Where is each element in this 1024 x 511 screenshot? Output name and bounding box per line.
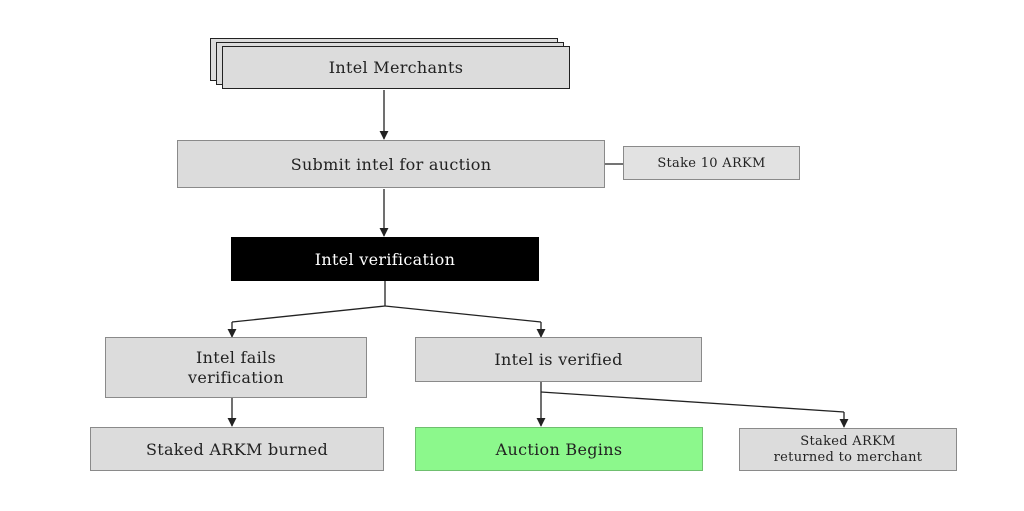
staked-returned-label-line1: Staked ARKM xyxy=(800,433,896,449)
arrow-verification-to-verified xyxy=(384,305,542,323)
intel-fails-box: Intel fails verification xyxy=(105,337,367,398)
line-verified-to-returned xyxy=(540,391,845,413)
intel-fails-label-line1: Intel fails xyxy=(196,347,276,367)
intel-merchants-label: Intel Merchants xyxy=(328,58,464,77)
submit-intel-box: Submit intel for auction xyxy=(177,140,605,188)
auction-begins-box: Auction Begins xyxy=(415,427,703,471)
staked-returned-box: Staked ARKM returned to merchant xyxy=(739,428,957,471)
intel-verified-box: Intel is verified xyxy=(415,337,702,382)
staked-burned-label: Staked ARKM burned xyxy=(145,439,329,459)
arrow-verification-to-fails xyxy=(231,305,386,323)
intel-verified-label: Intel is verified xyxy=(494,350,623,369)
stake-label: Stake 10 ARKM xyxy=(657,155,766,171)
intel-merchants-box: Intel Merchants xyxy=(222,46,570,89)
staked-burned-box: Staked ARKM burned xyxy=(90,427,384,471)
intel-verification-label: Intel verification xyxy=(314,249,456,269)
submit-intel-label: Submit intel for auction xyxy=(290,154,492,174)
intel-fails-label-line2: verification xyxy=(188,367,284,387)
auction-begins-label: Auction Begins xyxy=(495,439,623,459)
staked-returned-label-line2: returned to merchant xyxy=(773,449,923,465)
intel-verification-box: Intel verification xyxy=(231,237,539,281)
stake-box: Stake 10 ARKM xyxy=(623,146,800,180)
